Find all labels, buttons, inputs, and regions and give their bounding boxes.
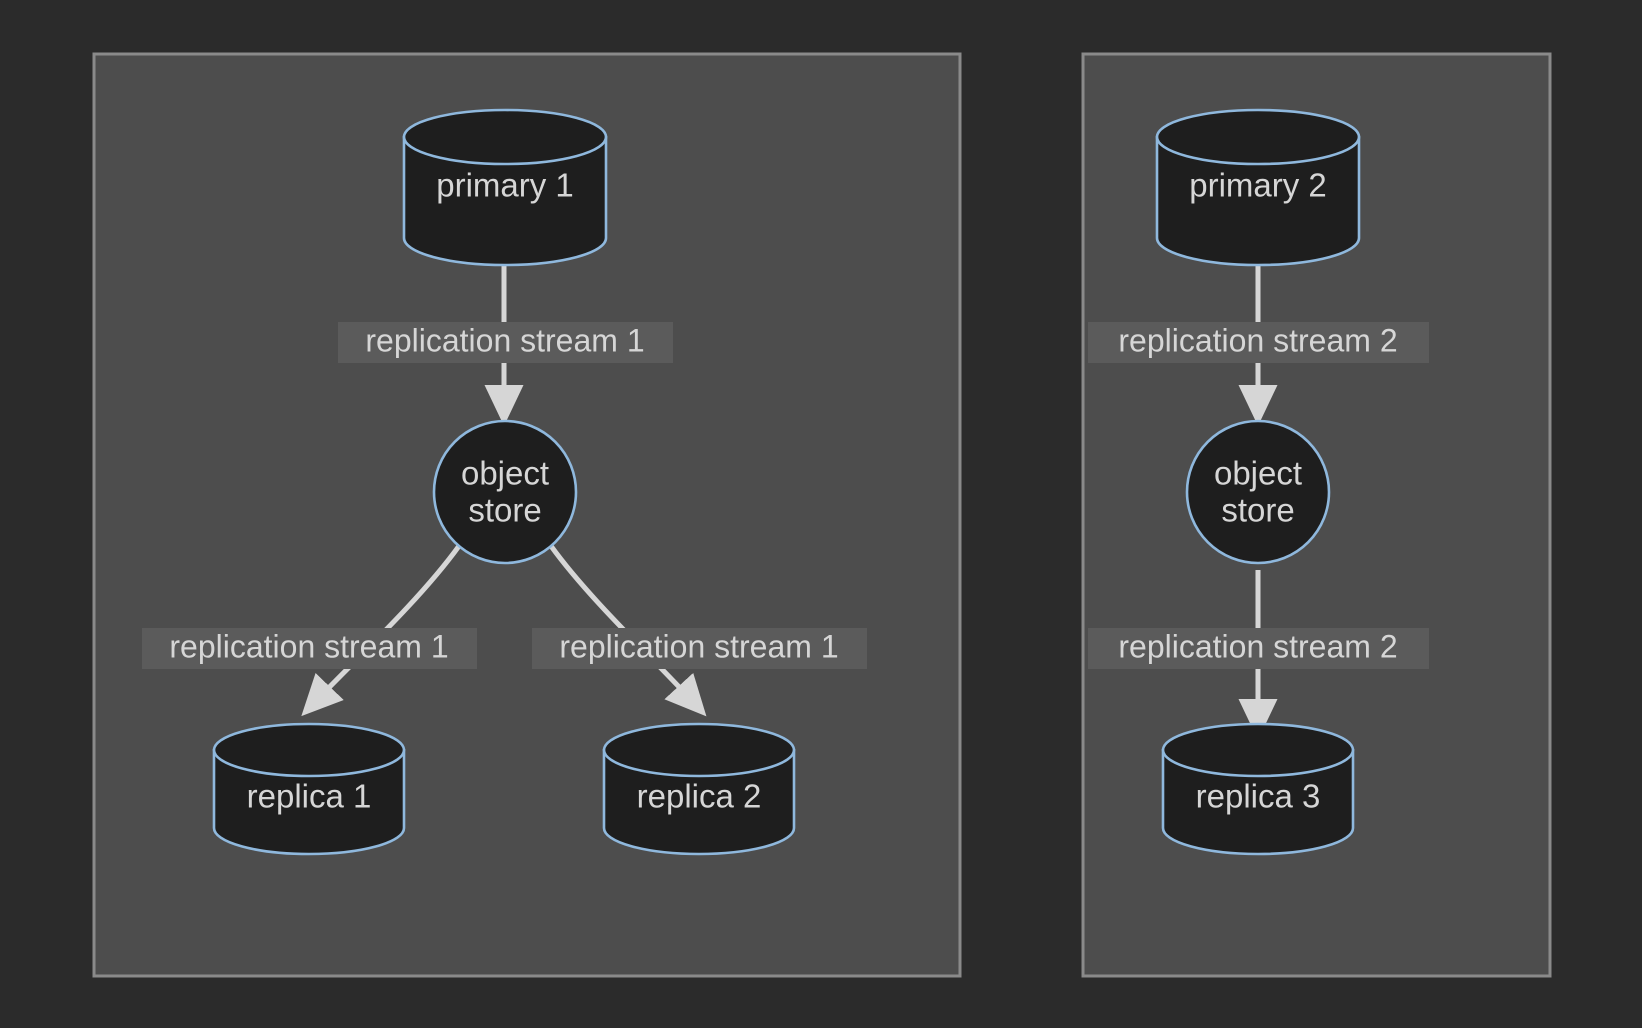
node-replica-1[interactable]: replica 1 (212, 722, 406, 856)
node-primary-2[interactable]: primary 2 (1155, 108, 1361, 267)
node-object-store-1[interactable]: object store (432, 419, 578, 565)
edge-label-text: replication stream 1 (365, 322, 644, 358)
circle-object-store-1 (432, 419, 578, 565)
edge-label-text: replication stream 1 (559, 628, 838, 664)
node-object-store-2[interactable]: object store (1185, 419, 1331, 565)
node-replica-3[interactable]: replica 3 (1161, 722, 1355, 856)
edge-label-text: replication stream 2 (1118, 322, 1397, 358)
node-replica-2[interactable]: replica 2 (602, 722, 796, 856)
node-replica-2-label: replica 2 (637, 778, 762, 815)
edge-label-bg (1088, 322, 1429, 363)
cylinder-body-replica-1 (212, 748, 406, 856)
edge-label-bg (1088, 628, 1429, 669)
cylinder-top-primary-2 (1155, 108, 1361, 166)
cylinder-body-primary-1 (402, 135, 608, 267)
cylinder-top-primary-1 (402, 108, 608, 166)
edge-label-bg (338, 322, 673, 363)
cylinder-body-primary-2 (1155, 135, 1361, 267)
cylinder-body-replica-3 (1161, 748, 1355, 856)
edge-label-text: replication stream 1 (169, 628, 448, 664)
edge-label-bg (142, 628, 477, 669)
edge-label-primary2-store: replication stream 2 (1088, 322, 1429, 363)
circle-object-store-2 (1185, 419, 1331, 565)
node-replica-3-label: replica 3 (1196, 778, 1321, 815)
edge-label-store2-replica3: replication stream 2 (1088, 628, 1429, 669)
cylinder-top-replica-1 (212, 722, 406, 778)
cylinder-top-replica-3 (1161, 722, 1355, 778)
node-object-store-1-label-line2: store (468, 492, 541, 529)
edge-label-primary1-store: replication stream 1 (338, 322, 673, 363)
cylinder-body-replica-2 (602, 748, 796, 856)
node-object-store-1-label-line1: object (461, 455, 549, 492)
edge-label-bg (532, 628, 867, 669)
node-replica-1-label: replica 1 (247, 778, 372, 815)
cylinder-top-replica-2 (602, 722, 796, 778)
node-object-store-2-label-line2: store (1221, 492, 1294, 529)
node-primary-1[interactable]: primary 1 (402, 108, 608, 267)
node-primary-1-label: primary 1 (436, 167, 574, 204)
edge-label-store-replica1: replication stream 1 (142, 628, 477, 669)
edge-label-text: replication stream 2 (1118, 628, 1397, 664)
node-primary-2-label: primary 2 (1189, 167, 1327, 204)
node-object-store-2-label-line1: object (1214, 455, 1302, 492)
edge-label-store-replica2: replication stream 1 (532, 628, 867, 669)
